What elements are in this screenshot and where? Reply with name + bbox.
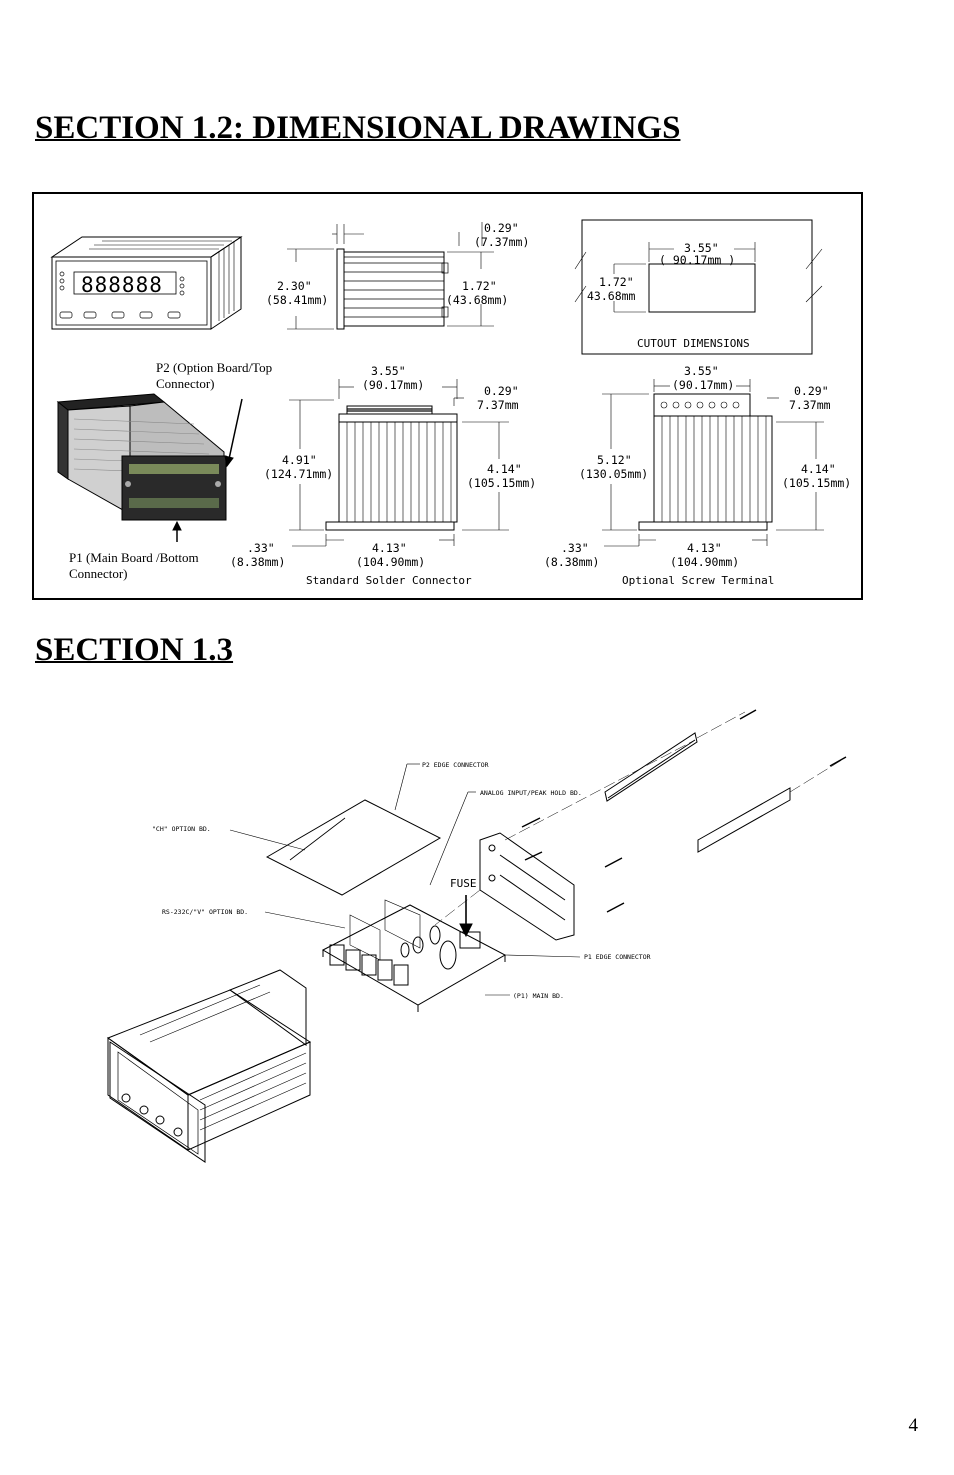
analog-label: ANALOG INPUT/PEAK HOLD BD. [480, 789, 582, 797]
dimensional-drawings-figure: 888888 [32, 192, 863, 600]
p1-caption: P1 (Main Board /Bottom Connector) [69, 550, 199, 582]
solder-base-mm: (104.90mm) [356, 555, 425, 569]
main-board [321, 899, 507, 1012]
solder-flange: .33" [247, 541, 275, 555]
solder-depth-mm: 7.37mm [477, 398, 519, 412]
p2-caption-line-1: P2 (Option Board/Top [156, 360, 273, 375]
exploded-view-figure: P2 EDGE CONNECTOR ANALOG INPUT/PEAK HOLD… [100, 700, 860, 1170]
p2-caption: P2 (Option Board/Top Connector) [156, 360, 272, 392]
fuse-arrow-head [459, 923, 473, 938]
solder-total-mm: (124.71mm) [264, 467, 333, 481]
screw-width: 3.55" [684, 364, 719, 378]
screw-total-mm: (130.05mm) [579, 467, 648, 481]
p2-arrow-head [224, 455, 234, 468]
side-height: 2.30" [277, 279, 312, 293]
screw-total: 5.12" [597, 453, 632, 467]
section-1-2-heading: SECTION 1.2: DIMENSIONAL DRAWINGS [35, 110, 681, 146]
cutout-label: CUTOUT DIMENSIONS [637, 337, 750, 350]
cutout-view [574, 219, 823, 355]
p1-caption-line-1: P1 (Main Board /Bottom [69, 550, 199, 565]
meter-case [106, 969, 312, 1163]
screw-label: Optional Screw Terminal [622, 574, 774, 587]
solder-connector-view [289, 379, 509, 547]
screw-depth-mm: 7.37mm [789, 398, 831, 412]
meter-back-photo [56, 393, 227, 521]
p2-edge-label: P2 EDGE CONNECTOR [422, 761, 489, 769]
solder-body: 4.14" [487, 462, 522, 476]
solder-flange-mm: (8.38mm) [230, 555, 285, 569]
screws [521, 709, 847, 913]
solder-body-mm: (105.15mm) [467, 476, 536, 490]
rail-top [604, 732, 698, 802]
page-number: 4 [908, 1415, 919, 1436]
screw-flange-mm: (8.38mm) [544, 555, 599, 569]
exploded-view-svg: P2 EDGE CONNECTOR ANALOG INPUT/PEAK HOLD… [106, 709, 847, 1163]
meter-display-digits: 888888 [81, 273, 163, 297]
section-1-3-heading: SECTION 1.3 [35, 632, 234, 668]
screw-terminal-view [602, 379, 824, 547]
cutout-width: 3.55" [684, 241, 719, 255]
screw-body: 4.14" [801, 462, 836, 476]
solder-base: 4.13" [372, 541, 407, 555]
cutout-width-mm: ( 90.17mm ) [659, 253, 735, 267]
screw-base: 4.13" [687, 541, 722, 555]
main-bd-label: (P1) MAIN BD. [513, 992, 564, 1000]
screw-base-mm: (104.90mm) [670, 555, 739, 569]
solder-width: 3.55" [371, 364, 406, 378]
p1-arrow-head [172, 520, 182, 531]
p2-caption-line-2: Connector) [156, 376, 215, 391]
side-height-mm: (58.41mm) [266, 293, 328, 307]
solder-total: 4.91" [282, 453, 317, 467]
end-plate [479, 832, 575, 941]
side-depth-mm: (7.37mm) [474, 235, 529, 249]
side-depth: 0.29" [484, 221, 519, 235]
rs232-label: RS-232C/"V" OPTION BD. [162, 908, 248, 916]
ch-option-board [265, 799, 442, 896]
meter-front-view: 888888 [50, 236, 243, 330]
rail-side [697, 787, 791, 853]
screw-depth: 0.29" [794, 384, 829, 398]
screw-body-mm: (105.15mm) [782, 476, 851, 490]
solder-width-mm: (90.17mm) [362, 378, 424, 392]
cutout-height-mm: 43.68mm [587, 289, 636, 303]
solder-label: Standard Solder Connector [306, 574, 472, 587]
side-inner-mm: (43.68mm) [446, 293, 508, 307]
screw-width-mm: (90.17mm) [672, 378, 734, 392]
side-inner: 1.72" [462, 279, 497, 293]
dimensional-drawings-svg: 888888 [50, 219, 851, 587]
p2-arrow [228, 398, 243, 460]
screw-flange: .33" [561, 541, 589, 555]
solder-depth: 0.29" [484, 384, 519, 398]
cutout-height: 1.72" [599, 275, 634, 289]
meter-side-view [287, 222, 494, 330]
p1-edge-label: P1 EDGE CONNECTOR [584, 953, 651, 961]
ch-option-label: "CH" OPTION BD. [152, 825, 211, 833]
fuse-label: FUSE [450, 877, 477, 890]
p1-caption-line-2: Connector) [69, 566, 128, 581]
